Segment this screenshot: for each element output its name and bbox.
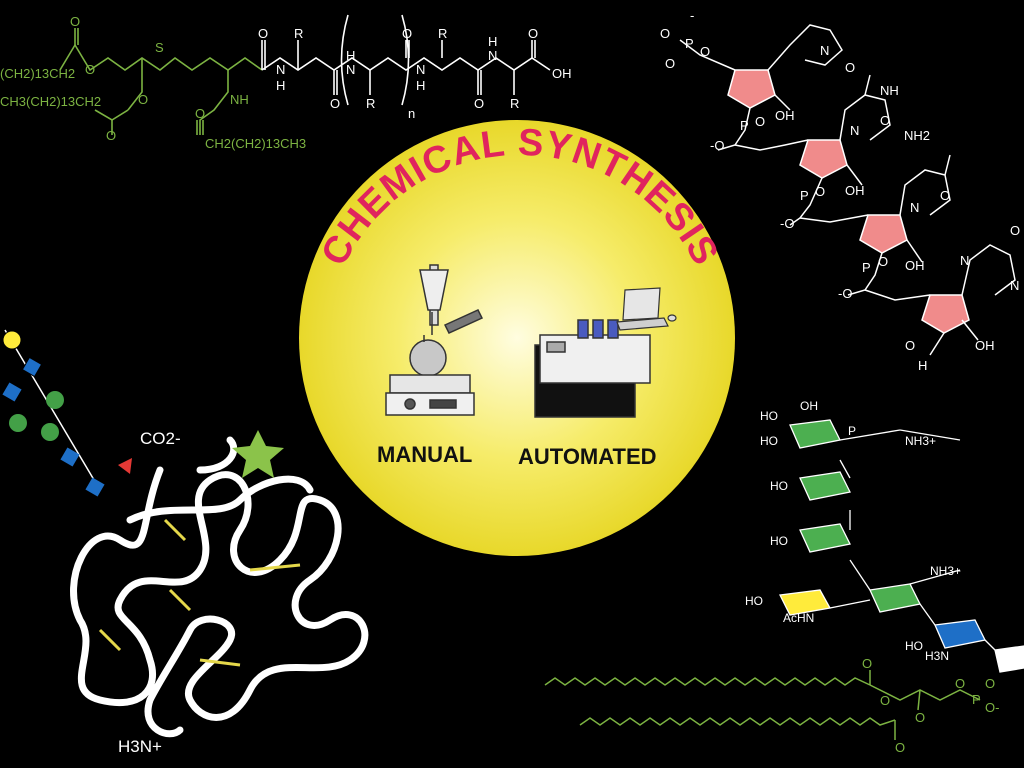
svg-text:P: P (740, 118, 749, 133)
svg-text:O: O (878, 254, 888, 269)
svg-text:H: H (488, 34, 497, 49)
svg-text:O: O (402, 26, 412, 41)
sugar-chain-icon (2, 329, 132, 497)
svg-text:N: N (1010, 278, 1019, 293)
svg-text:N: N (910, 200, 919, 215)
svg-text:-: - (690, 8, 694, 23)
star-icon (232, 430, 284, 478)
svg-text:NH: NH (230, 92, 249, 107)
carboxylic-acid-label: OH (552, 66, 572, 81)
svg-text:O: O (258, 26, 268, 41)
laptop-icon (616, 287, 677, 331)
svg-text:O: O (195, 106, 205, 121)
svg-text:O: O (815, 184, 825, 199)
svg-text:H3N: H3N (925, 649, 949, 663)
svg-text:H: H (416, 78, 425, 93)
svg-text:HO: HO (770, 479, 788, 493)
svg-text:R: R (438, 26, 447, 41)
repeat-unit-label: n (408, 106, 415, 121)
svg-text:O: O (895, 740, 905, 755)
svg-text:O: O (138, 92, 148, 107)
svg-text:OH: OH (905, 258, 925, 273)
peptide-synthesizer-icon (534, 319, 651, 418)
svg-text:N: N (276, 62, 285, 77)
svg-text:O: O (940, 188, 950, 203)
svg-text:O: O (700, 44, 710, 59)
svg-text:-O: -O (838, 286, 852, 301)
glycolipid-structure (779, 419, 1024, 673)
svg-text:O: O (845, 60, 855, 75)
acetamide-label: AcHN (783, 611, 814, 625)
fatty-chain-label-1: (CH2)13CH2 (0, 66, 75, 81)
svg-text:O: O (955, 676, 965, 691)
svg-text:H: H (346, 48, 355, 63)
protein-fold (70, 436, 369, 738)
separatory-funnel-icon (409, 264, 484, 377)
ammonium-label-1: NH3+ (905, 434, 936, 448)
svg-text:O: O (70, 14, 80, 29)
svg-text:NH: NH (880, 83, 899, 98)
svg-text:-O: -O (710, 138, 724, 153)
svg-text:HO: HO (760, 409, 778, 423)
svg-text:N: N (346, 62, 355, 77)
svg-text:OH: OH (800, 399, 818, 413)
svg-text:S: S (155, 40, 164, 55)
svg-text:-O: -O (780, 216, 794, 231)
amine-label: H3N+ (118, 737, 162, 756)
svg-text:P: P (800, 188, 809, 203)
svg-text:R: R (294, 26, 303, 41)
hot-plate-stirrer-icon (385, 374, 475, 416)
carboxylate-label: CO2- (140, 429, 181, 448)
svg-text:H: H (918, 358, 927, 373)
svg-text:OH: OH (845, 183, 865, 198)
svg-text:N: N (960, 253, 969, 268)
svg-text:R: R (366, 96, 375, 111)
svg-text:O: O (905, 338, 915, 353)
svg-text:O: O (1010, 223, 1020, 238)
svg-text:OH: OH (775, 108, 795, 123)
svg-text:N: N (820, 43, 829, 58)
svg-text:O: O (862, 656, 872, 671)
svg-text:O: O (880, 693, 890, 708)
svg-text:HO: HO (905, 639, 923, 653)
svg-text:R: R (510, 96, 519, 111)
svg-text:O: O (915, 710, 925, 725)
svg-text:OH: OH (975, 338, 995, 353)
fatty-chain-label-2: CH3(CH2)13CH2 (0, 94, 101, 109)
automated-label: AUTOMATED (518, 444, 657, 469)
lipopeptide-structure: (CH2)13CH2 CH3(CH2)13CH2 CH2(CH2)13CH3 O… (0, 14, 572, 151)
svg-text:O-: O- (985, 700, 999, 715)
svg-text:N: N (488, 48, 497, 63)
svg-text:O: O (106, 128, 116, 143)
svg-text:HO: HO (770, 534, 788, 548)
svg-text:HO: HO (745, 594, 763, 608)
svg-text:HO: HO (760, 434, 778, 448)
center-circle (299, 120, 735, 556)
manual-label: MANUAL (377, 442, 472, 467)
amino-label: NH2 (904, 128, 930, 143)
svg-text:O: O (755, 114, 765, 129)
svg-text:O: O (474, 96, 484, 111)
svg-text:P: P (848, 424, 856, 438)
svg-text:P: P (972, 692, 981, 707)
svg-text:O: O (85, 62, 95, 77)
svg-text:P: P (685, 36, 694, 51)
svg-text:O: O (330, 96, 340, 111)
svg-text:N: N (850, 123, 859, 138)
svg-text:O: O (880, 113, 890, 128)
svg-text:H: H (276, 78, 285, 93)
rna-structure (679, 24, 1016, 356)
fatty-chain-label-3: CH2(CH2)13CH3 (205, 136, 306, 151)
svg-text:N: N (416, 62, 425, 77)
svg-text:O: O (665, 56, 675, 71)
svg-text:P: P (862, 260, 871, 275)
ammonium-label-2: NH3+ (930, 564, 961, 578)
svg-text:O: O (985, 676, 995, 691)
svg-text:O: O (528, 26, 538, 41)
svg-text:O: O (660, 26, 670, 41)
